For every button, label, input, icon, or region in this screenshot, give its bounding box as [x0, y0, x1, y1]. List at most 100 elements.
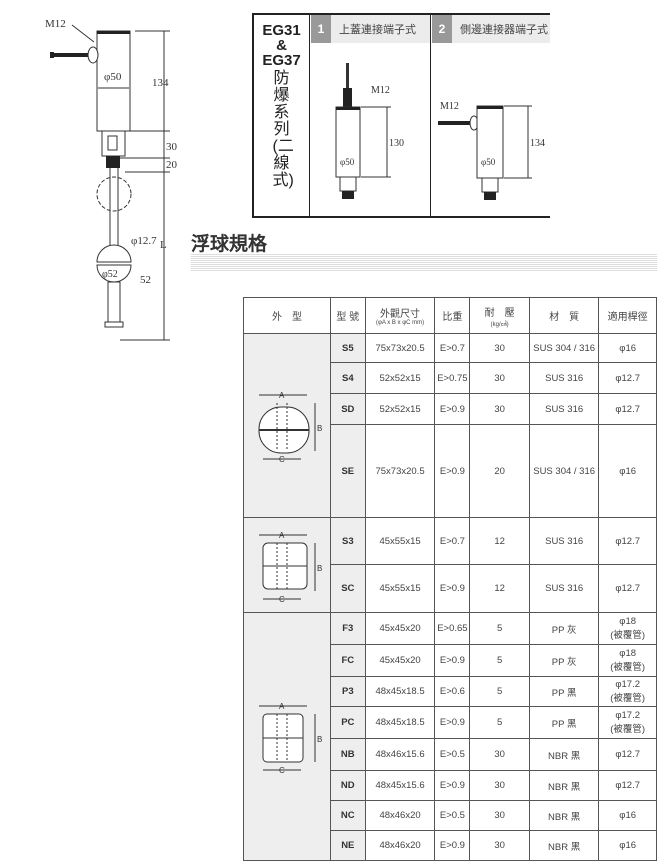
section-title: 浮球規格	[191, 233, 268, 255]
rod-value: φ12.7	[615, 583, 640, 594]
diameter-label: φ50	[340, 157, 355, 167]
shape-square-diagram: A B C	[243, 612, 331, 861]
size-cell: 48x46x15.6	[364, 738, 436, 771]
rod-value: φ16	[619, 342, 637, 354]
table-row: ND 48x45x15.6 E>0.9 30 NBR 黑 φ12.7	[244, 770, 657, 801]
float-diameter-label: φ52	[102, 269, 118, 280]
diameter-label: φ50	[104, 71, 122, 83]
dim-a-label: A	[279, 702, 285, 711]
rod-note: (被覆管)	[610, 724, 646, 735]
model-cell: P3	[329, 676, 366, 707]
rod-cell: φ12.7	[598, 393, 657, 425]
rod-note: (被覆管)	[610, 693, 646, 704]
rod-value: φ12.7	[615, 403, 640, 415]
pressure-cell: 5	[469, 676, 530, 707]
size-cell: 48x46x20	[364, 830, 436, 861]
dim-30-label: 30	[166, 141, 178, 153]
gravity-cell: E>0.9	[434, 830, 471, 861]
model-cell: S4	[329, 362, 366, 394]
dim-a-label: A	[279, 391, 285, 400]
material-cell: PP 黑	[528, 676, 600, 707]
length-label: L	[160, 239, 167, 251]
dim-b-label: B	[317, 564, 322, 573]
model-cell: S3	[329, 517, 366, 565]
gravity-cell: E>0.65	[434, 612, 471, 645]
size-cell: 75x73x20.5	[364, 424, 436, 518]
material-cell: SUS 316	[528, 517, 600, 565]
panel-label: 上蓋連接端子式	[339, 24, 416, 36]
pressure-title: 耐 壓	[484, 307, 515, 319]
code-amp: &	[276, 37, 287, 54]
pressure-unit: (kg/㎠)	[490, 321, 509, 328]
code-bottom: EG37	[262, 52, 301, 69]
dim-a-label: A	[279, 531, 285, 540]
model-cell: NC	[329, 800, 366, 831]
top-terminal-drawing: M12 φ50 130	[335, 63, 404, 199]
rod-cell: φ12.7	[598, 564, 657, 613]
material-cell: SUS 304 / 316	[528, 333, 600, 363]
gravity-cell: E>0.75	[434, 362, 471, 394]
rod-value: φ17.2	[615, 710, 640, 721]
gravity-cell: E>0.9	[434, 644, 471, 677]
table-row: SD 52x52x15 E>0.9 30 SUS 316 φ12.7	[244, 393, 657, 425]
pressure-cell: 12	[469, 517, 530, 565]
series-name: 防爆系列(二線式)	[272, 70, 294, 189]
pressure-cell: 30	[469, 800, 530, 831]
gravity-cell: E>0.7	[434, 517, 471, 565]
size-cell: 48x45x18.5	[364, 706, 436, 739]
size-cell: 75x73x20.5	[364, 333, 436, 363]
rod-value: φ17.2	[615, 679, 640, 690]
gravity-cell: E>0.6	[434, 676, 471, 707]
rod-cell: φ12.7	[598, 362, 657, 394]
table-row: P3 48x45x18.5 E>0.6 5 PP 黑 φ17.2 (被覆管)	[244, 676, 657, 707]
table-row: S4 52x52x15 E>0.75 30 SUS 316 φ12.7	[244, 362, 657, 394]
table-row: NB 48x46x15.6 E>0.5 30 NBR 黑 φ12.7	[244, 738, 657, 771]
size-unit: (φA x B x φC mm)	[375, 320, 425, 326]
gravity-cell: E>0.5	[434, 738, 471, 771]
header-rod: 適用桿徑	[598, 297, 657, 334]
model-cell: SE	[329, 424, 366, 518]
pressure-cell: 5	[469, 706, 530, 739]
pressure-cell: 30	[469, 738, 530, 771]
material-cell: NBR 黑	[528, 830, 600, 861]
rod-cell: φ17.2 (被覆管)	[598, 706, 657, 739]
material-cell: NBR 黑	[528, 770, 600, 801]
material-cell: SUS 304 / 316	[528, 424, 600, 518]
header-size: 外觀尺寸(φA x B x φC mm)	[364, 297, 436, 334]
shape-rect-diagram: A B C	[243, 517, 331, 613]
rod-value: φ16	[619, 810, 637, 821]
rod-value: φ12.7	[615, 780, 640, 791]
dim-b-label: B	[317, 735, 322, 744]
size-cell: 48x45x18.5	[364, 676, 436, 707]
table-row: SE 75x73x20.5 E>0.9 20 SUS 304 / 316 φ16	[244, 424, 657, 518]
size-cell: 45x55x15	[364, 517, 436, 565]
rod-value: φ16	[619, 465, 637, 477]
material-cell: PP 黑	[528, 706, 600, 739]
rod-note: (被覆管)	[610, 662, 646, 673]
model-cell: S5	[329, 333, 366, 363]
size-cell: 48x45x15.6	[364, 770, 436, 801]
header-material: 材 質	[528, 297, 600, 334]
gravity-cell: E>0.9	[434, 393, 471, 425]
rod-value: φ12.7	[615, 749, 640, 760]
rod-cell: φ18(被覆管)	[598, 644, 657, 677]
rod-cell: φ16	[598, 830, 657, 861]
dim-b-label: B	[317, 424, 322, 433]
rod-cell: φ17.2 (被覆管)	[598, 676, 657, 707]
material-cell: NBR 黑	[528, 738, 600, 771]
gravity-cell: E>0.5	[434, 800, 471, 831]
pressure-cell: 30	[469, 333, 530, 363]
rod-value: φ16	[619, 840, 637, 851]
pressure-cell: 5	[469, 612, 530, 645]
m12-label: M12	[45, 18, 66, 30]
rod-value: φ12.7	[615, 372, 640, 384]
size-cell: 45x55x15	[364, 564, 436, 613]
model-cell: PC	[329, 706, 366, 739]
material-cell: PP 灰	[528, 612, 600, 645]
gravity-cell: E>0.9	[434, 424, 471, 518]
header-model: 型 號	[329, 297, 366, 334]
